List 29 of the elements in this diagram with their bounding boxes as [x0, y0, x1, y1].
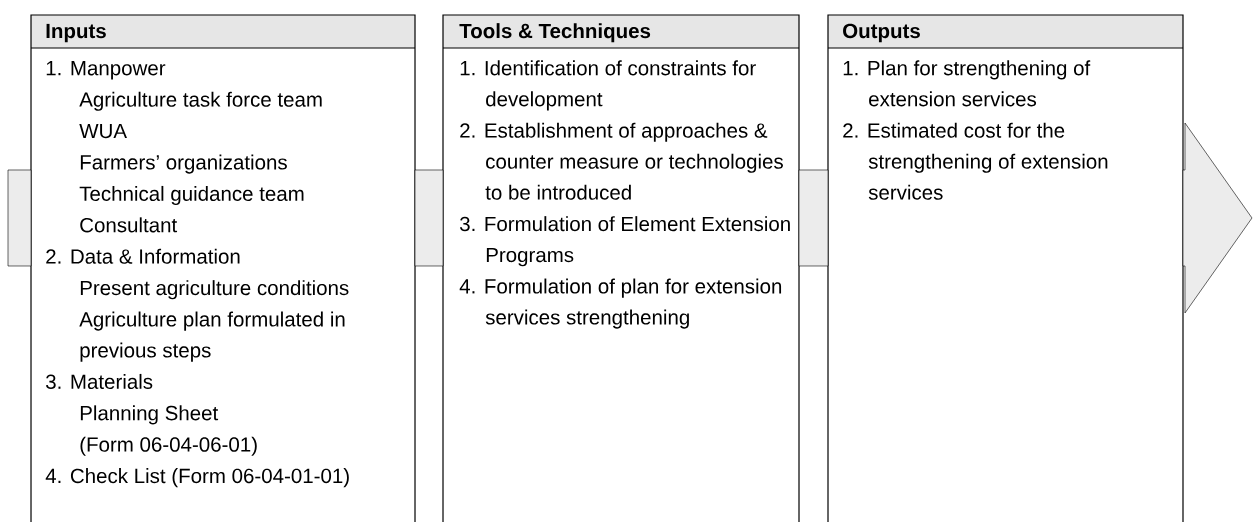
- list-item: 3. Materials: [46, 373, 153, 389]
- column-box: [30, 14, 416, 522]
- list-item: Technical guidance team: [79, 185, 304, 206]
- column-box: [442, 14, 800, 522]
- column-heading: Inputs: [46, 23, 106, 43]
- list-item: 1. Plan for strengthening of extension services: [843, 60, 1091, 107]
- list-item: Consultant: [80, 217, 178, 233]
- column-heading: Outputs: [843, 23, 920, 43]
- list-item: 2. Data & Information: [46, 248, 240, 264]
- list-item: 4. Formulation of plan for extension services strengthening: [459, 278, 782, 329]
- flow-arrow: [414, 169, 444, 267]
- flow-arrow: [798, 169, 829, 267]
- list-item: 2. Estimated cost for the strengthening of extension services: [843, 122, 1108, 200]
- list-item: Agriculture task force team: [79, 91, 322, 111]
- list-item: Farmers’ organizations: [80, 154, 287, 174]
- flow-arrow: [7, 169, 32, 267]
- list-item: 3. Formulation of Element Extension Programs: [460, 216, 790, 267]
- list-item: 1. Identification of constraints for development: [460, 60, 756, 111]
- list-item: 2. Establishment of approaches & counter measure or technologies to be introduced: [460, 122, 783, 200]
- list-item: 4. Check List (Form 06-04-01-01): [45, 468, 349, 488]
- list-item: WUA: [79, 123, 127, 139]
- list-item: Agriculture plan formulated in previous steps: [79, 311, 345, 362]
- list-item: Planning Sheet: [80, 405, 219, 425]
- flow-arrow: [1182, 122, 1253, 314]
- column-heading: Tools & Techniques: [459, 23, 651, 43]
- list-item: 1. Manpower: [46, 61, 166, 80]
- list-item: (Form 06-04-06-01): [80, 436, 257, 456]
- column-box: [827, 14, 1184, 522]
- list-item: Present agriculture conditions: [80, 280, 349, 300]
